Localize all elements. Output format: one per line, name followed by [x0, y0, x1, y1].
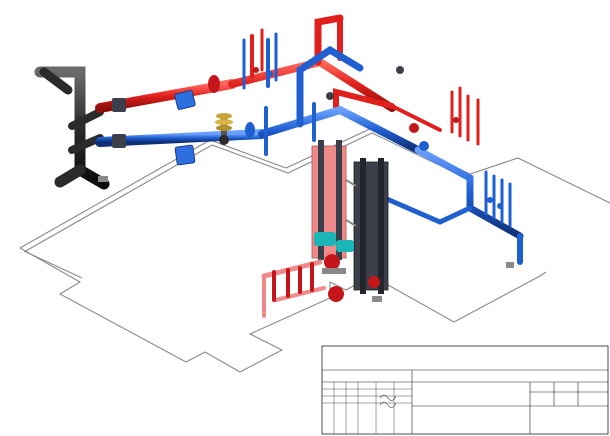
ventilation-pipes	[34, 66, 110, 190]
support-stands	[98, 176, 514, 302]
title-block	[321, 345, 609, 435]
control-valve-icon	[215, 113, 233, 145]
circulation-pump-icon	[314, 232, 380, 302]
valve-icons	[253, 66, 503, 209]
return-pipes	[95, 32, 524, 265]
strainer-icon	[112, 75, 255, 166]
hot-water-manifold	[261, 259, 326, 318]
